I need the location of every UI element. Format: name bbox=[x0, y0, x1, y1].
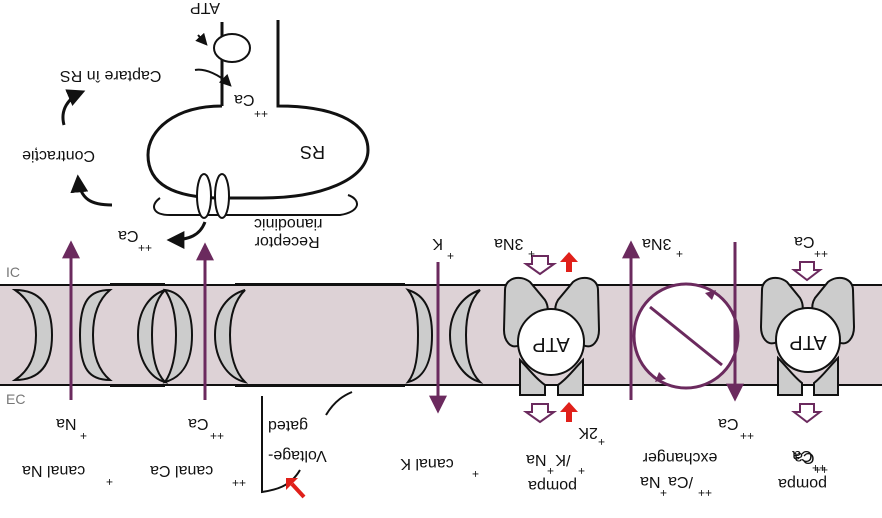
svg-text:Na: Na bbox=[56, 415, 77, 432]
svg-text:+: + bbox=[547, 464, 554, 478]
ca-ryr: Ca ++ bbox=[118, 227, 152, 255]
atp-circle-pump1 bbox=[517, 308, 585, 376]
cell-membrane bbox=[0, 284, 882, 386]
svg-text:+: + bbox=[447, 249, 454, 263]
na-down-arrow bbox=[522, 255, 558, 276]
contractie-label: Contracție bbox=[22, 147, 95, 164]
svg-text:/Ca: /Ca bbox=[668, 473, 693, 490]
na-ec-label: Na + bbox=[56, 415, 87, 443]
red-arrow-head bbox=[286, 478, 298, 490]
svg-text:++: ++ bbox=[812, 461, 826, 475]
captare-label: Captare în RS bbox=[60, 67, 161, 84]
atp-top-label: ATP bbox=[190, 0, 220, 16]
svg-text:Ca: Ca bbox=[794, 233, 815, 250]
svg-text:++: ++ bbox=[210, 429, 224, 443]
svg-text:exchanger: exchanger bbox=[642, 449, 717, 466]
rs-label: RS bbox=[300, 142, 325, 162]
svg-text:canal Ca: canal Ca bbox=[150, 462, 213, 479]
svg-text:2K: 2K bbox=[578, 424, 598, 441]
k-in-label: K + bbox=[432, 235, 454, 263]
svg-text:+: + bbox=[676, 247, 683, 261]
svg-text:3Na: 3Na bbox=[494, 235, 523, 252]
voltage-label-line1: Voltage- bbox=[268, 447, 327, 464]
red-arrow-voltage bbox=[290, 482, 306, 499]
svg-text:+: + bbox=[80, 429, 87, 443]
caption-canal-na: canal Na + bbox=[22, 462, 113, 489]
svg-text:++: ++ bbox=[698, 486, 712, 500]
voltage-label-line2: gated bbox=[268, 417, 308, 434]
svg-text:Ca: Ca bbox=[718, 415, 739, 432]
svg-text:canal K: canal K bbox=[400, 455, 454, 472]
svg-text:canal Na: canal Na bbox=[22, 462, 85, 479]
sarcoplasmic-reticulum bbox=[61, 20, 370, 249]
svg-text:Ca: Ca bbox=[188, 415, 209, 432]
svg-text:+: + bbox=[660, 486, 667, 500]
voltage-gated-tube bbox=[213, 283, 434, 499]
svg-text:Ca: Ca bbox=[234, 91, 255, 108]
svg-text:pompa: pompa bbox=[528, 477, 577, 494]
ca-pump-in-label: Ca ++ bbox=[794, 233, 828, 261]
caption-exchanger: exchanger Na + /Ca ++ bbox=[640, 449, 717, 500]
ryanodine-receptor-outline bbox=[153, 194, 358, 216]
na3-in-label: 3Na + bbox=[494, 235, 535, 261]
ca-pump-out-arrow bbox=[791, 403, 823, 424]
k2-ec-label: 2K + bbox=[578, 424, 605, 449]
atp-pump1-label: ATP bbox=[532, 333, 569, 355]
svg-text:+: + bbox=[578, 464, 585, 478]
na3-exch-in-label: 3Na + bbox=[642, 235, 683, 261]
potassium-channel bbox=[429, 262, 484, 414]
ca-exch-ec-label: Ca ++ bbox=[718, 415, 754, 443]
svg-text:Ca: Ca bbox=[794, 449, 815, 466]
svg-text:+: + bbox=[472, 467, 479, 481]
svg-text:++: ++ bbox=[254, 107, 268, 121]
atp-pump2-label: ATP bbox=[789, 331, 826, 353]
receptor-label-line2: rianodinic bbox=[254, 215, 322, 232]
svg-text:++: ++ bbox=[232, 476, 246, 490]
svg-text:++: ++ bbox=[740, 429, 754, 443]
receptor-label-line1: Receptor bbox=[254, 233, 320, 250]
ec-label: EC bbox=[6, 391, 25, 407]
svg-text:+: + bbox=[528, 247, 535, 261]
svg-text:++: ++ bbox=[814, 247, 828, 261]
svg-text:/K: /K bbox=[555, 451, 570, 468]
na-ca-exchanger bbox=[622, 240, 744, 402]
na-out-arrow bbox=[522, 403, 558, 424]
svg-text:3Na: 3Na bbox=[642, 235, 671, 252]
caption-ca-pump: Ca ++ pompa bbox=[778, 449, 828, 492]
ca-ec-label: Ca ++ bbox=[188, 415, 224, 443]
ca-pump-in-arrow bbox=[791, 261, 823, 282]
caption-canal-ca: canal Ca ++ bbox=[150, 462, 246, 490]
na-k-pump: ATP bbox=[502, 252, 601, 424]
ca-pump: ATP bbox=[759, 261, 856, 424]
ic-label: IC bbox=[6, 264, 20, 280]
svg-text:K: K bbox=[432, 235, 443, 252]
caption-na-k-pump: Na + /K + pompa bbox=[526, 451, 585, 494]
ca-pump-ec-label: Ca ++ bbox=[792, 447, 826, 475]
calcium-channel bbox=[110, 242, 214, 400]
svg-text:pompa: pompa bbox=[778, 475, 827, 492]
k-in-arrow-red bbox=[560, 402, 578, 422]
svg-text:+: + bbox=[598, 435, 605, 449]
svg-text:Ca: Ca bbox=[792, 447, 813, 464]
svg-text:Ca: Ca bbox=[118, 227, 139, 244]
sodium-channel bbox=[11, 240, 113, 400]
atp-pump-top bbox=[213, 33, 251, 63]
svg-text:+: + bbox=[106, 475, 113, 489]
svg-text:Na: Na bbox=[640, 473, 661, 490]
k-up-arrow-red bbox=[560, 252, 578, 272]
svg-text:++: ++ bbox=[138, 241, 152, 255]
svg-text:++: ++ bbox=[814, 463, 828, 477]
caption-canal-k: canal K + bbox=[400, 455, 479, 481]
svg-text:Na: Na bbox=[526, 451, 547, 468]
ca-rs: Ca ++ bbox=[234, 91, 268, 121]
